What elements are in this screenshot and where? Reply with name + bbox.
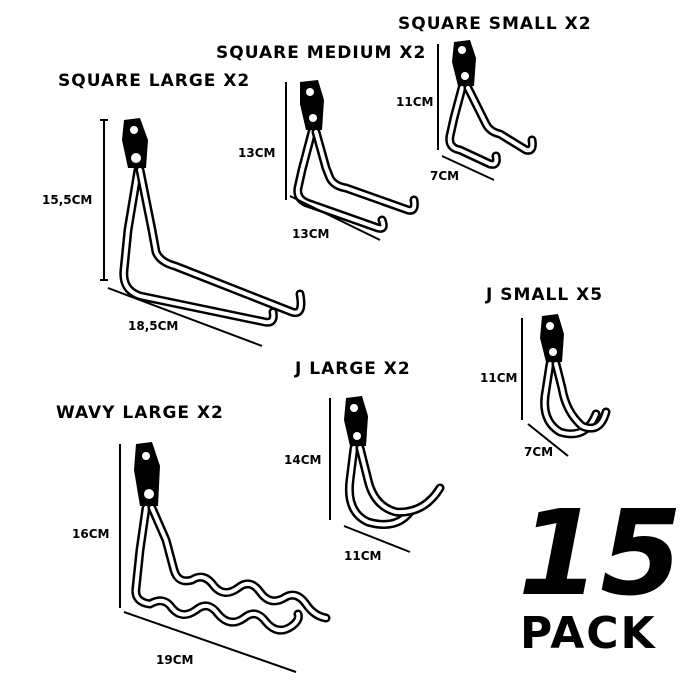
j-small-height-label: 11CM <box>480 371 517 385</box>
j-large-hook-icon <box>344 396 445 529</box>
wavy-large-width-label: 19CM <box>156 653 193 667</box>
j-large-title: J LARGE X2 <box>294 359 411 379</box>
wavy-large-hook-icon <box>131 442 331 635</box>
square-large-width-line <box>107 287 263 347</box>
j-small-hook-icon <box>540 314 611 439</box>
j-large-height-label: 14CM <box>284 453 321 467</box>
wavy-large-height-label: 16CM <box>72 527 109 541</box>
wavy-large-width-line <box>123 611 297 673</box>
square-large-height-label: 15,5CM <box>42 193 92 207</box>
j-small-group: J SMALL X5 11CM 7CM <box>480 285 611 459</box>
wavy-large-title: WAVY LARGE X2 <box>56 403 224 423</box>
square-small-hook-icon <box>445 40 537 169</box>
pack-badge: 15 PACK <box>518 484 682 659</box>
square-small-width-label: 7CM <box>430 169 459 183</box>
j-large-group: J LARGE X2 14CM 11CM <box>284 359 445 563</box>
j-large-width-line <box>343 525 411 553</box>
pack-count: 15 <box>518 484 682 622</box>
square-medium-hook-icon <box>293 80 419 233</box>
j-large-width-label: 11CM <box>344 549 381 563</box>
square-large-group: SQUARE LARGE X2 15,5CM 18,5CM <box>42 71 306 347</box>
square-medium-group: SQUARE MEDIUM X2 13CM 13CM <box>216 43 426 241</box>
square-medium-width-line <box>289 195 381 241</box>
wavy-large-group: WAVY LARGE X2 16CM 19CM <box>56 403 331 673</box>
square-medium-title: SQUARE MEDIUM X2 <box>216 43 426 63</box>
square-small-title: SQUARE SMALL X2 <box>398 14 592 34</box>
square-small-width-line <box>441 155 495 181</box>
square-large-title: SQUARE LARGE X2 <box>58 71 250 91</box>
square-medium-width-label: 13CM <box>292 227 329 241</box>
square-small-height-label: 11CM <box>396 95 433 109</box>
square-large-width-label: 18,5CM <box>128 319 178 333</box>
j-small-width-line <box>527 423 569 457</box>
square-small-group: SQUARE SMALL X2 11CM 7CM <box>396 14 592 183</box>
square-medium-height-label: 13CM <box>238 146 275 160</box>
square-large-hook-icon <box>119 118 306 327</box>
pack-label: PACK <box>520 608 657 659</box>
j-small-title: J SMALL X5 <box>485 285 603 305</box>
j-small-width-label: 7CM <box>524 445 553 459</box>
